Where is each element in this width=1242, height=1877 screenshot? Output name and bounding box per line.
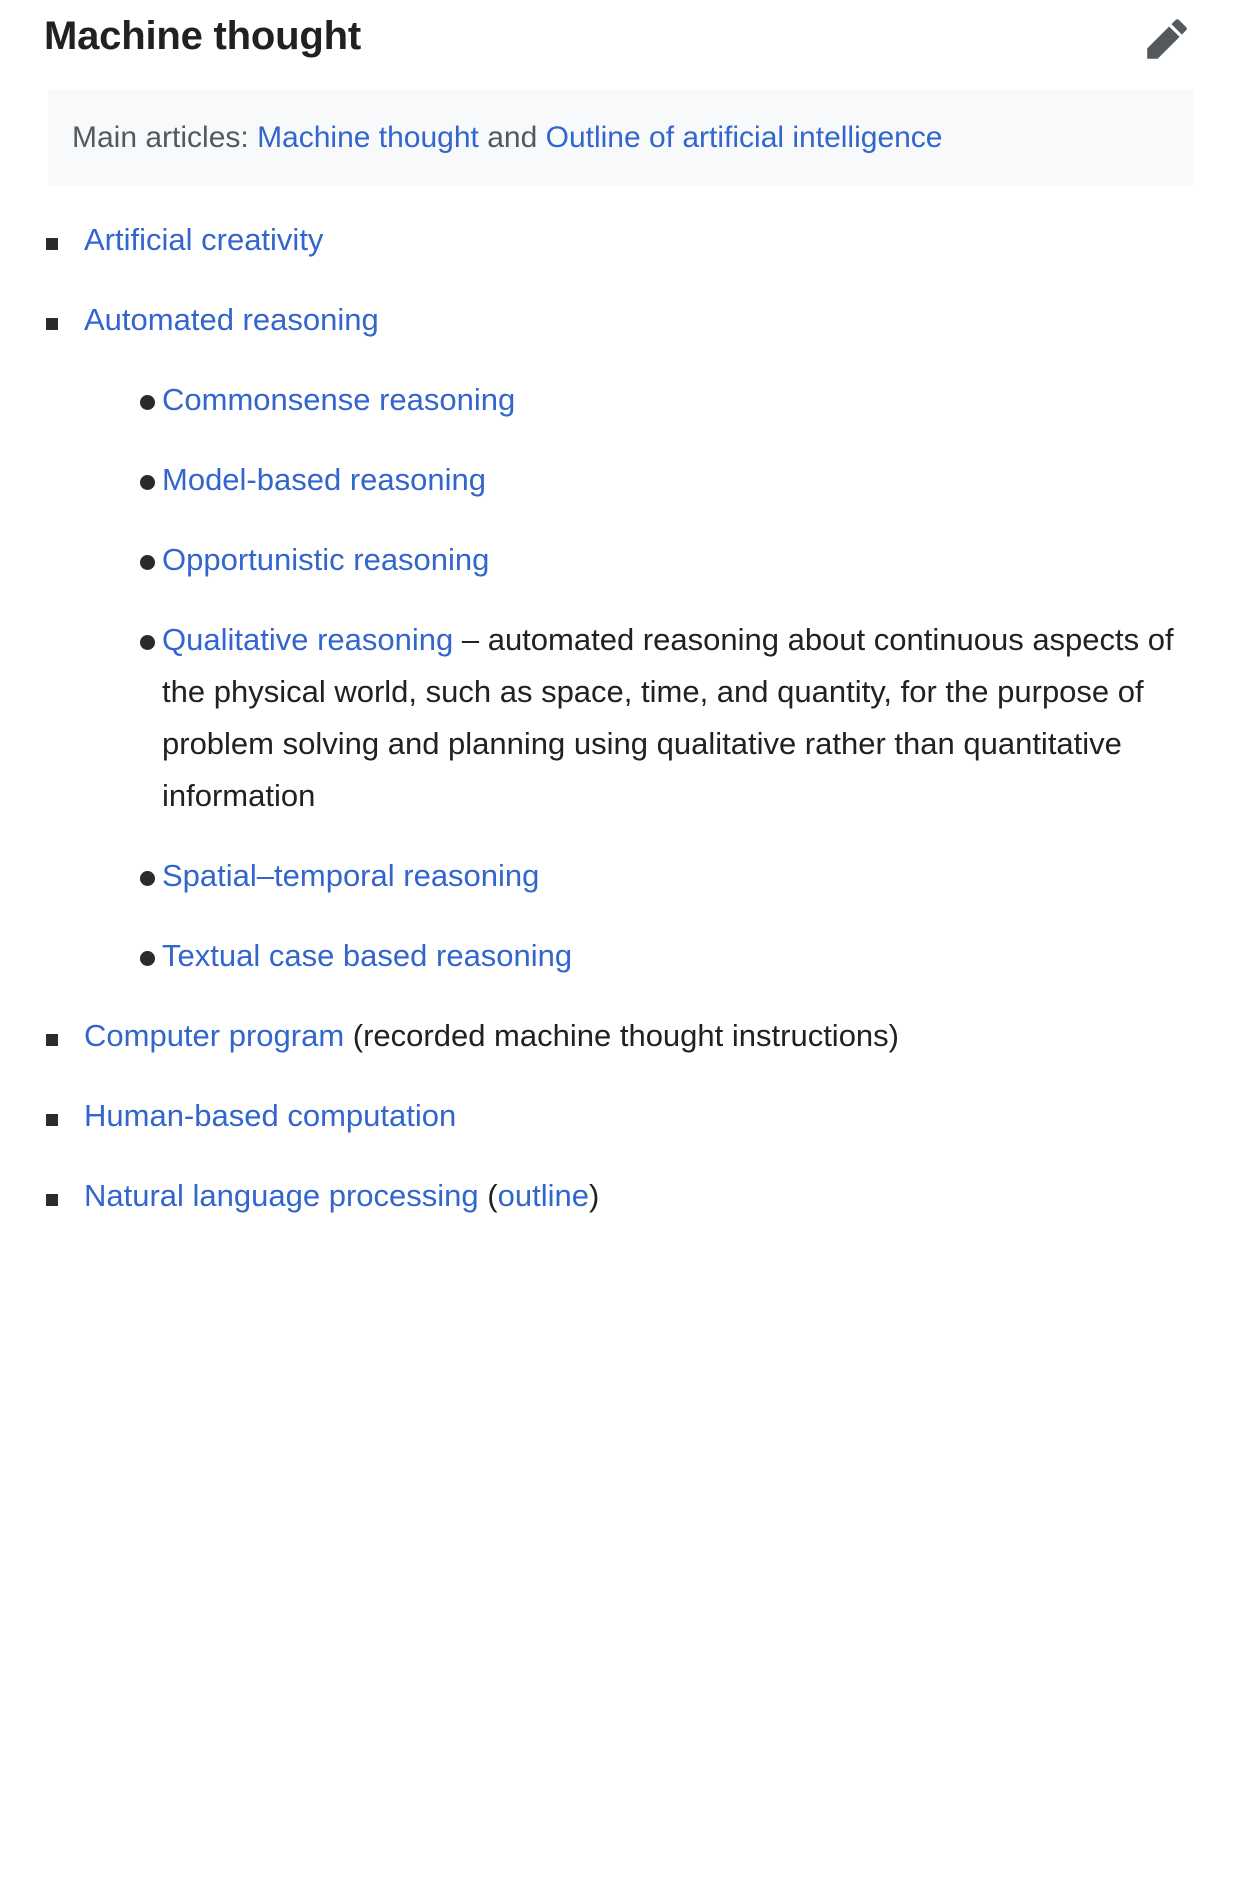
link-nlp-outline[interactable]: outline (497, 1178, 589, 1213)
list-item: Human-based computation (0, 1090, 1202, 1142)
list-item-description: (recorded machine thought instructions) (344, 1018, 899, 1053)
list-item: Qualitative reasoning – automated reason… (84, 614, 1202, 822)
hatnote-link-outline-of-artificial-intelligence[interactable]: Outline of artificial intelligence (545, 121, 943, 154)
link-automated-reasoning[interactable]: Automated reasoning (84, 302, 379, 337)
hatnote-main-articles: Main articles: Machine thought and Outli… (48, 90, 1194, 186)
section-header: Machine thought (0, 0, 1242, 68)
list-item: Spatial–temporal reasoning (84, 850, 1202, 902)
list-item-paren-open: ( (478, 1178, 498, 1213)
subtopic-list: Commonsense reasoning Model-based reason… (84, 374, 1202, 982)
topic-list: Artificial creativity Automated reasonin… (0, 214, 1202, 1222)
list-item-paren-close: ) (588, 1178, 600, 1213)
article-body: Artificial creativity Automated reasonin… (0, 214, 1242, 1222)
list-item: Commonsense reasoning (84, 374, 1202, 426)
list-item: Textual case based reasoning (84, 930, 1202, 982)
link-human-based-computation[interactable]: Human-based computation (84, 1098, 457, 1133)
list-item: Artificial creativity (0, 214, 1202, 266)
edit-section-button[interactable] (1138, 10, 1196, 68)
link-qualitative-reasoning[interactable]: Qualitative reasoning (162, 622, 454, 657)
link-artificial-creativity[interactable]: Artificial creativity (84, 222, 324, 257)
link-natural-language-processing[interactable]: Natural language processing (84, 1178, 479, 1213)
list-item: Model-based reasoning (84, 454, 1202, 506)
list-item: Computer program (recorded machine thoug… (0, 1010, 1202, 1062)
list-item-description: – automated reasoning about continuous a… (162, 622, 1174, 813)
link-textual-case-based-reasoning[interactable]: Textual case based reasoning (162, 938, 573, 973)
link-commonsense-reasoning[interactable]: Commonsense reasoning (162, 382, 516, 417)
link-computer-program[interactable]: Computer program (84, 1018, 345, 1053)
list-item: Automated reasoning Commonsense reasonin… (0, 294, 1202, 982)
hatnote-prefix: Main articles: (72, 121, 258, 154)
link-model-based-reasoning[interactable]: Model-based reasoning (162, 462, 486, 497)
pencil-edit-icon (1145, 17, 1189, 61)
hatnote-link-machine-thought[interactable]: Machine thought (257, 121, 479, 154)
hatnote-conjunction: and (478, 121, 546, 154)
link-opportunistic-reasoning[interactable]: Opportunistic reasoning (162, 542, 490, 577)
link-spatial-temporal-reasoning[interactable]: Spatial–temporal reasoning (162, 858, 540, 893)
page-title: Machine thought (44, 14, 361, 58)
list-item: Natural language processing (outline) (0, 1170, 1202, 1222)
list-item: Opportunistic reasoning (84, 534, 1202, 586)
